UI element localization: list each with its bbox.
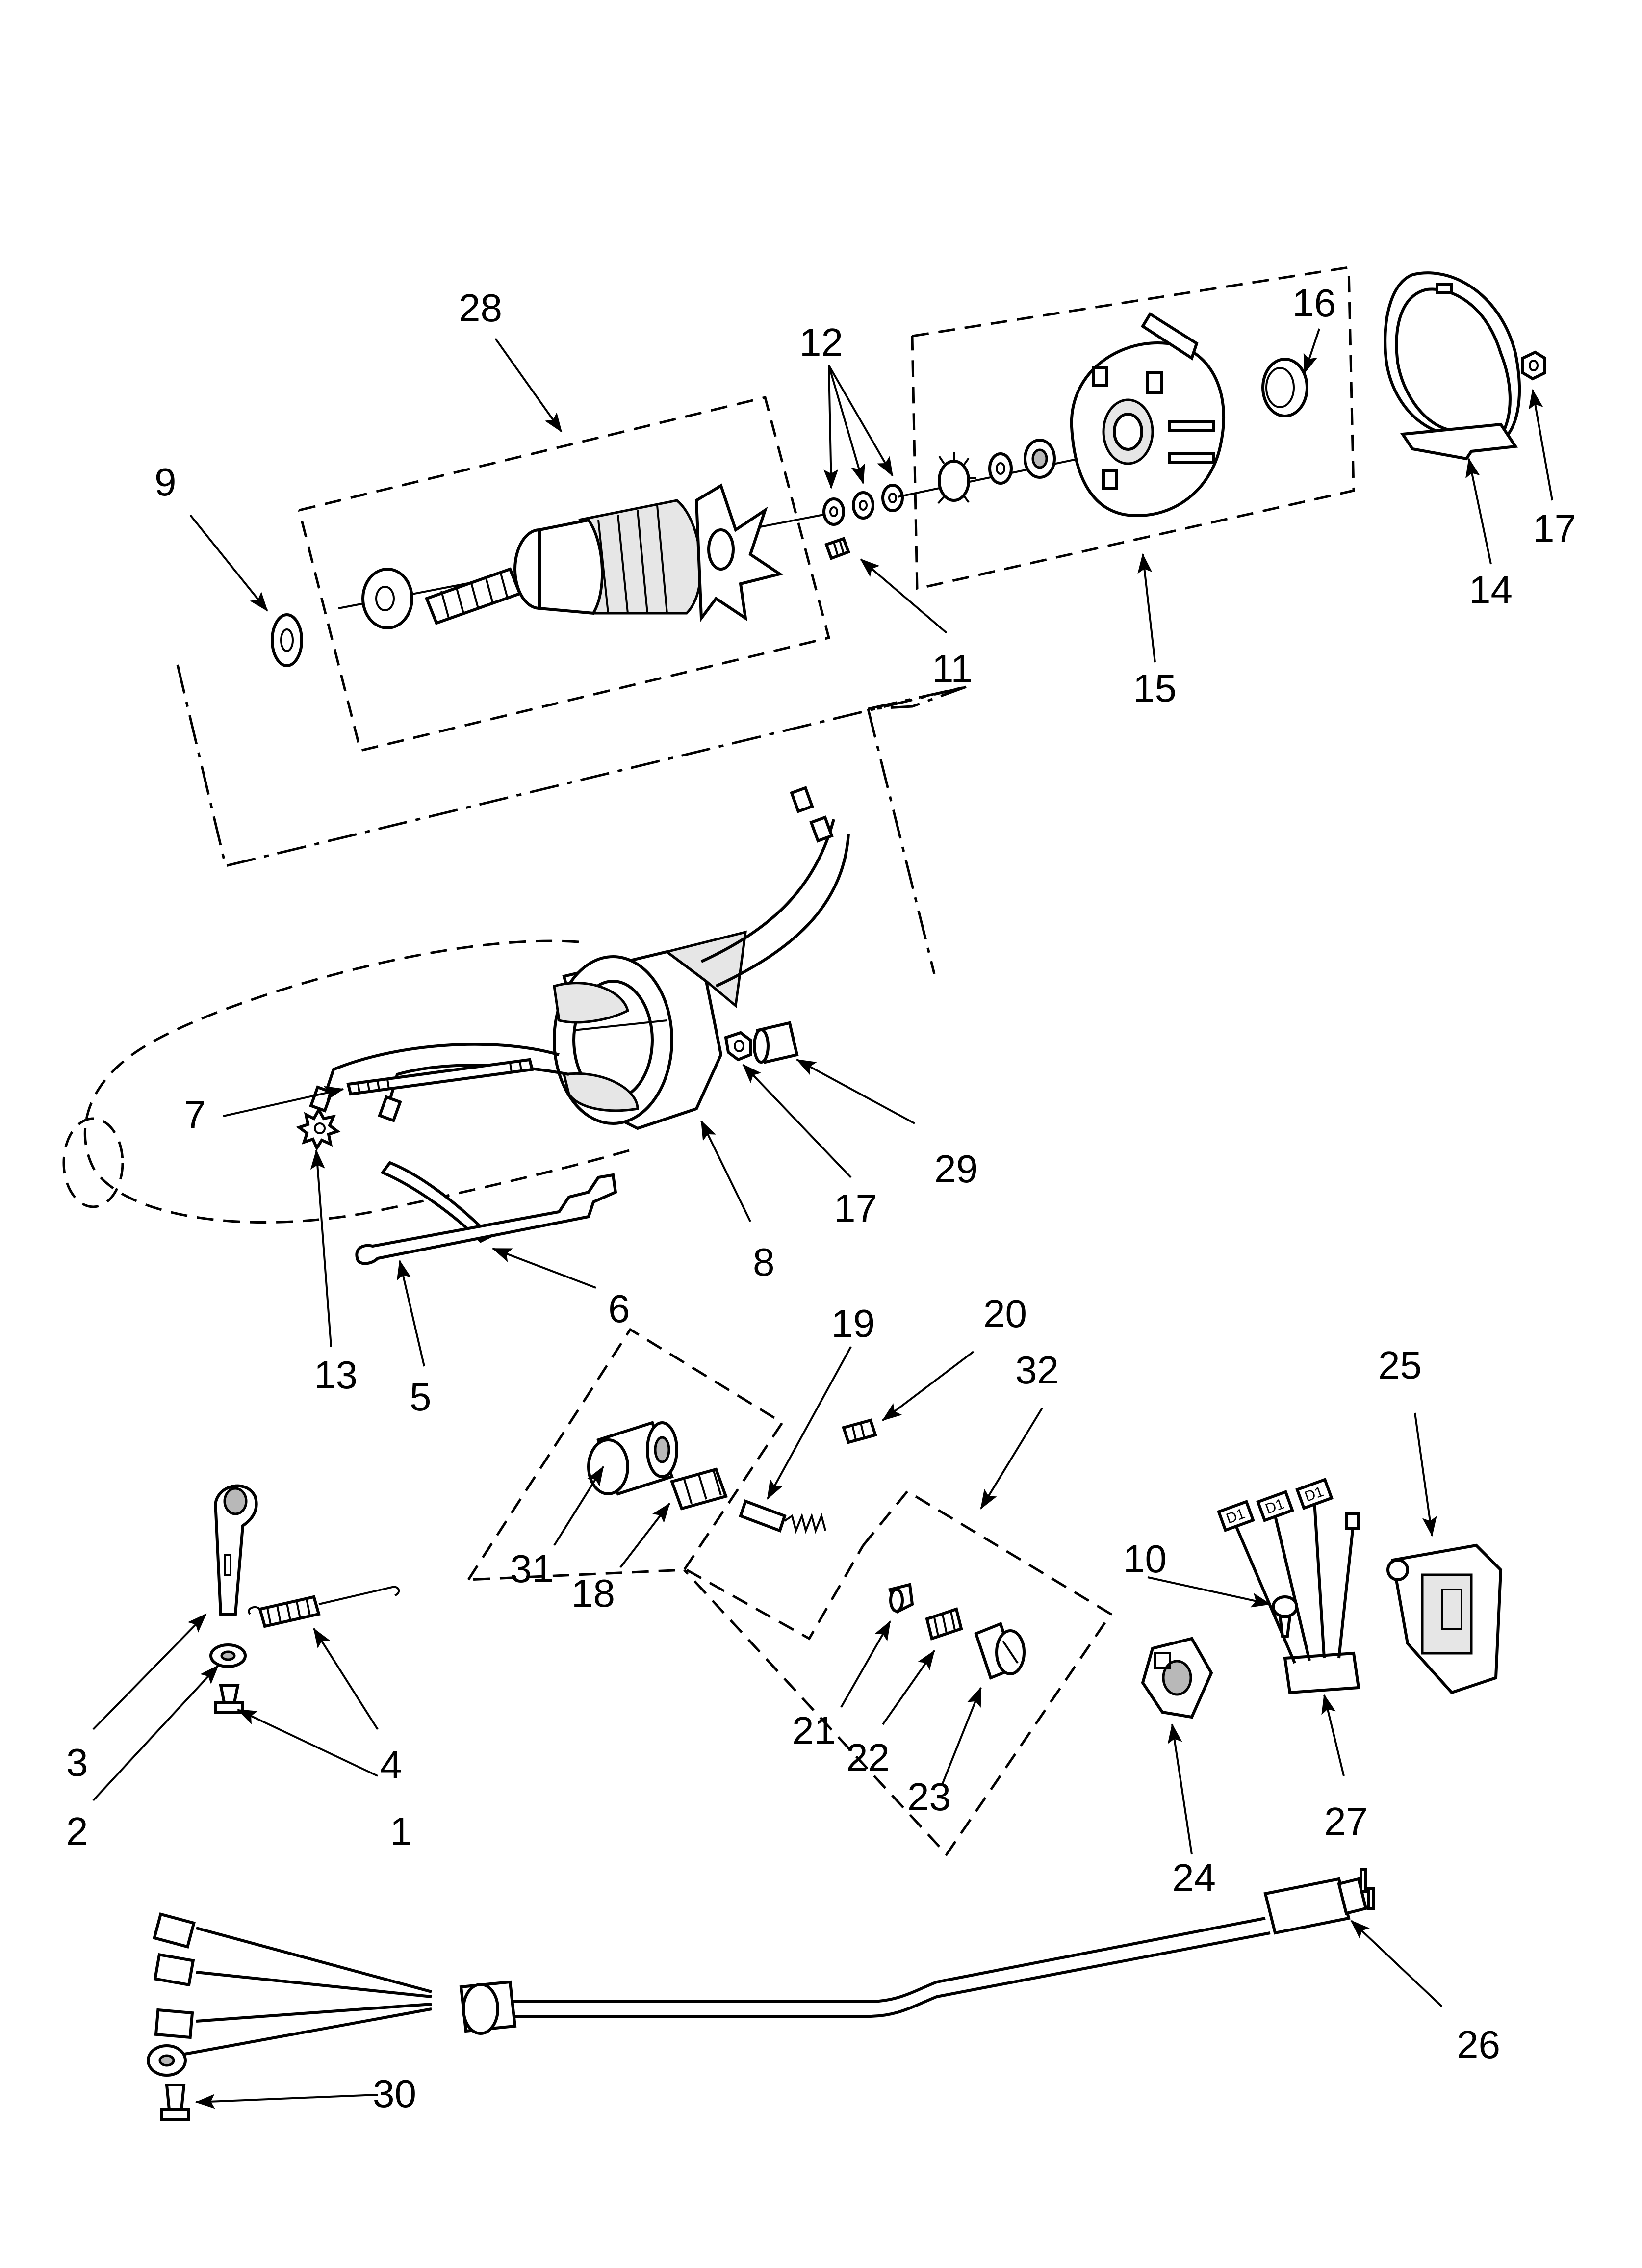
brush-holder-31 xyxy=(587,1421,678,1496)
label-26: 26 xyxy=(1457,2023,1500,2066)
nut-17-top xyxy=(1521,350,1546,381)
cord-leads xyxy=(147,1912,432,2077)
part-labels: 28 12 16 9 17 14 11 15 7 29 17 8 6 13 5 … xyxy=(66,281,1576,2115)
bearing-16 xyxy=(1261,358,1308,417)
washer-2 xyxy=(209,1643,247,1668)
brush-group-32-outline xyxy=(683,1489,1113,1857)
label-22: 22 xyxy=(846,1736,890,1779)
bushing-29 xyxy=(753,1021,799,1064)
label-14: 14 xyxy=(1469,568,1513,612)
label-32: 32 xyxy=(1015,1348,1059,1392)
label-13: 13 xyxy=(314,1353,358,1397)
bearing-9 xyxy=(271,613,303,667)
label-12: 12 xyxy=(799,320,843,364)
label-7: 7 xyxy=(184,1093,206,1137)
brush-cap-23 xyxy=(974,1622,1026,1680)
clamp-24 xyxy=(1141,1637,1213,1719)
screw-30 xyxy=(160,2084,190,2121)
label-8: 8 xyxy=(753,1240,775,1284)
through-bolt-7 xyxy=(346,1058,534,1096)
brush-21 xyxy=(888,1583,914,1614)
label-31: 31 xyxy=(510,1547,554,1590)
label-5: 5 xyxy=(410,1375,432,1419)
label-4: 4 xyxy=(380,1743,402,1787)
label-30: 30 xyxy=(373,2072,416,2115)
bracket-5 xyxy=(355,1173,617,1265)
screw-1 xyxy=(214,1684,244,1714)
label-19: 19 xyxy=(831,1302,875,1345)
label-15: 15 xyxy=(1133,666,1177,710)
label-28: 28 xyxy=(459,286,502,330)
motor-housing-outline xyxy=(62,939,638,1224)
label-11: 11 xyxy=(932,647,973,690)
label-29: 29 xyxy=(934,1147,978,1191)
label-20: 20 xyxy=(983,1292,1027,1335)
label-27: 27 xyxy=(1324,1799,1368,1843)
set-screw-20 xyxy=(842,1418,877,1444)
label-18: 18 xyxy=(571,1571,615,1615)
label-21: 21 xyxy=(792,1709,836,1752)
motor-ring-14 xyxy=(1384,271,1521,461)
label-23: 23 xyxy=(907,1775,951,1819)
label-16: 16 xyxy=(1292,281,1336,325)
field-stator-8 xyxy=(553,930,747,1130)
label-6: 6 xyxy=(608,1287,630,1330)
screw-10 xyxy=(1272,1595,1298,1638)
label-9: 9 xyxy=(154,460,177,504)
spring-22 xyxy=(925,1607,963,1641)
worm-gear xyxy=(425,567,522,625)
lock-washer-13 xyxy=(296,1106,341,1151)
spring-4 xyxy=(248,1586,400,1628)
label-25: 25 xyxy=(1378,1343,1422,1387)
armature-assembly-group xyxy=(271,395,834,753)
label-2: 2 xyxy=(66,1809,88,1853)
brush-cap-18 xyxy=(670,1467,728,1511)
thrust-washers-12 xyxy=(822,484,904,526)
brush-spring-19 xyxy=(739,1499,826,1534)
end-bell-assembly-group xyxy=(897,266,1355,591)
label-3: 3 xyxy=(66,1741,88,1784)
power-cord-26 xyxy=(459,1868,1375,2035)
fan-blades xyxy=(694,483,784,623)
pinion-gear xyxy=(937,452,976,504)
armature-bearing xyxy=(361,568,413,629)
label-17-top: 17 xyxy=(1533,507,1576,550)
label-17-motor: 17 xyxy=(834,1186,877,1230)
spacer-11 xyxy=(824,537,850,560)
brush-holder-group xyxy=(467,1328,865,1641)
terminal-cover-25 xyxy=(1386,1543,1503,1694)
nut-17-motor xyxy=(724,1031,752,1062)
label-24: 24 xyxy=(1172,1856,1216,1900)
armature-rotor xyxy=(513,483,784,623)
label-10: 10 xyxy=(1123,1537,1167,1581)
label-1: 1 xyxy=(390,1809,412,1853)
leader-lines xyxy=(92,328,1553,2109)
lever-3 xyxy=(214,1484,258,1616)
terminal-block-27: D1 D1 D1 xyxy=(1217,1478,1360,1694)
